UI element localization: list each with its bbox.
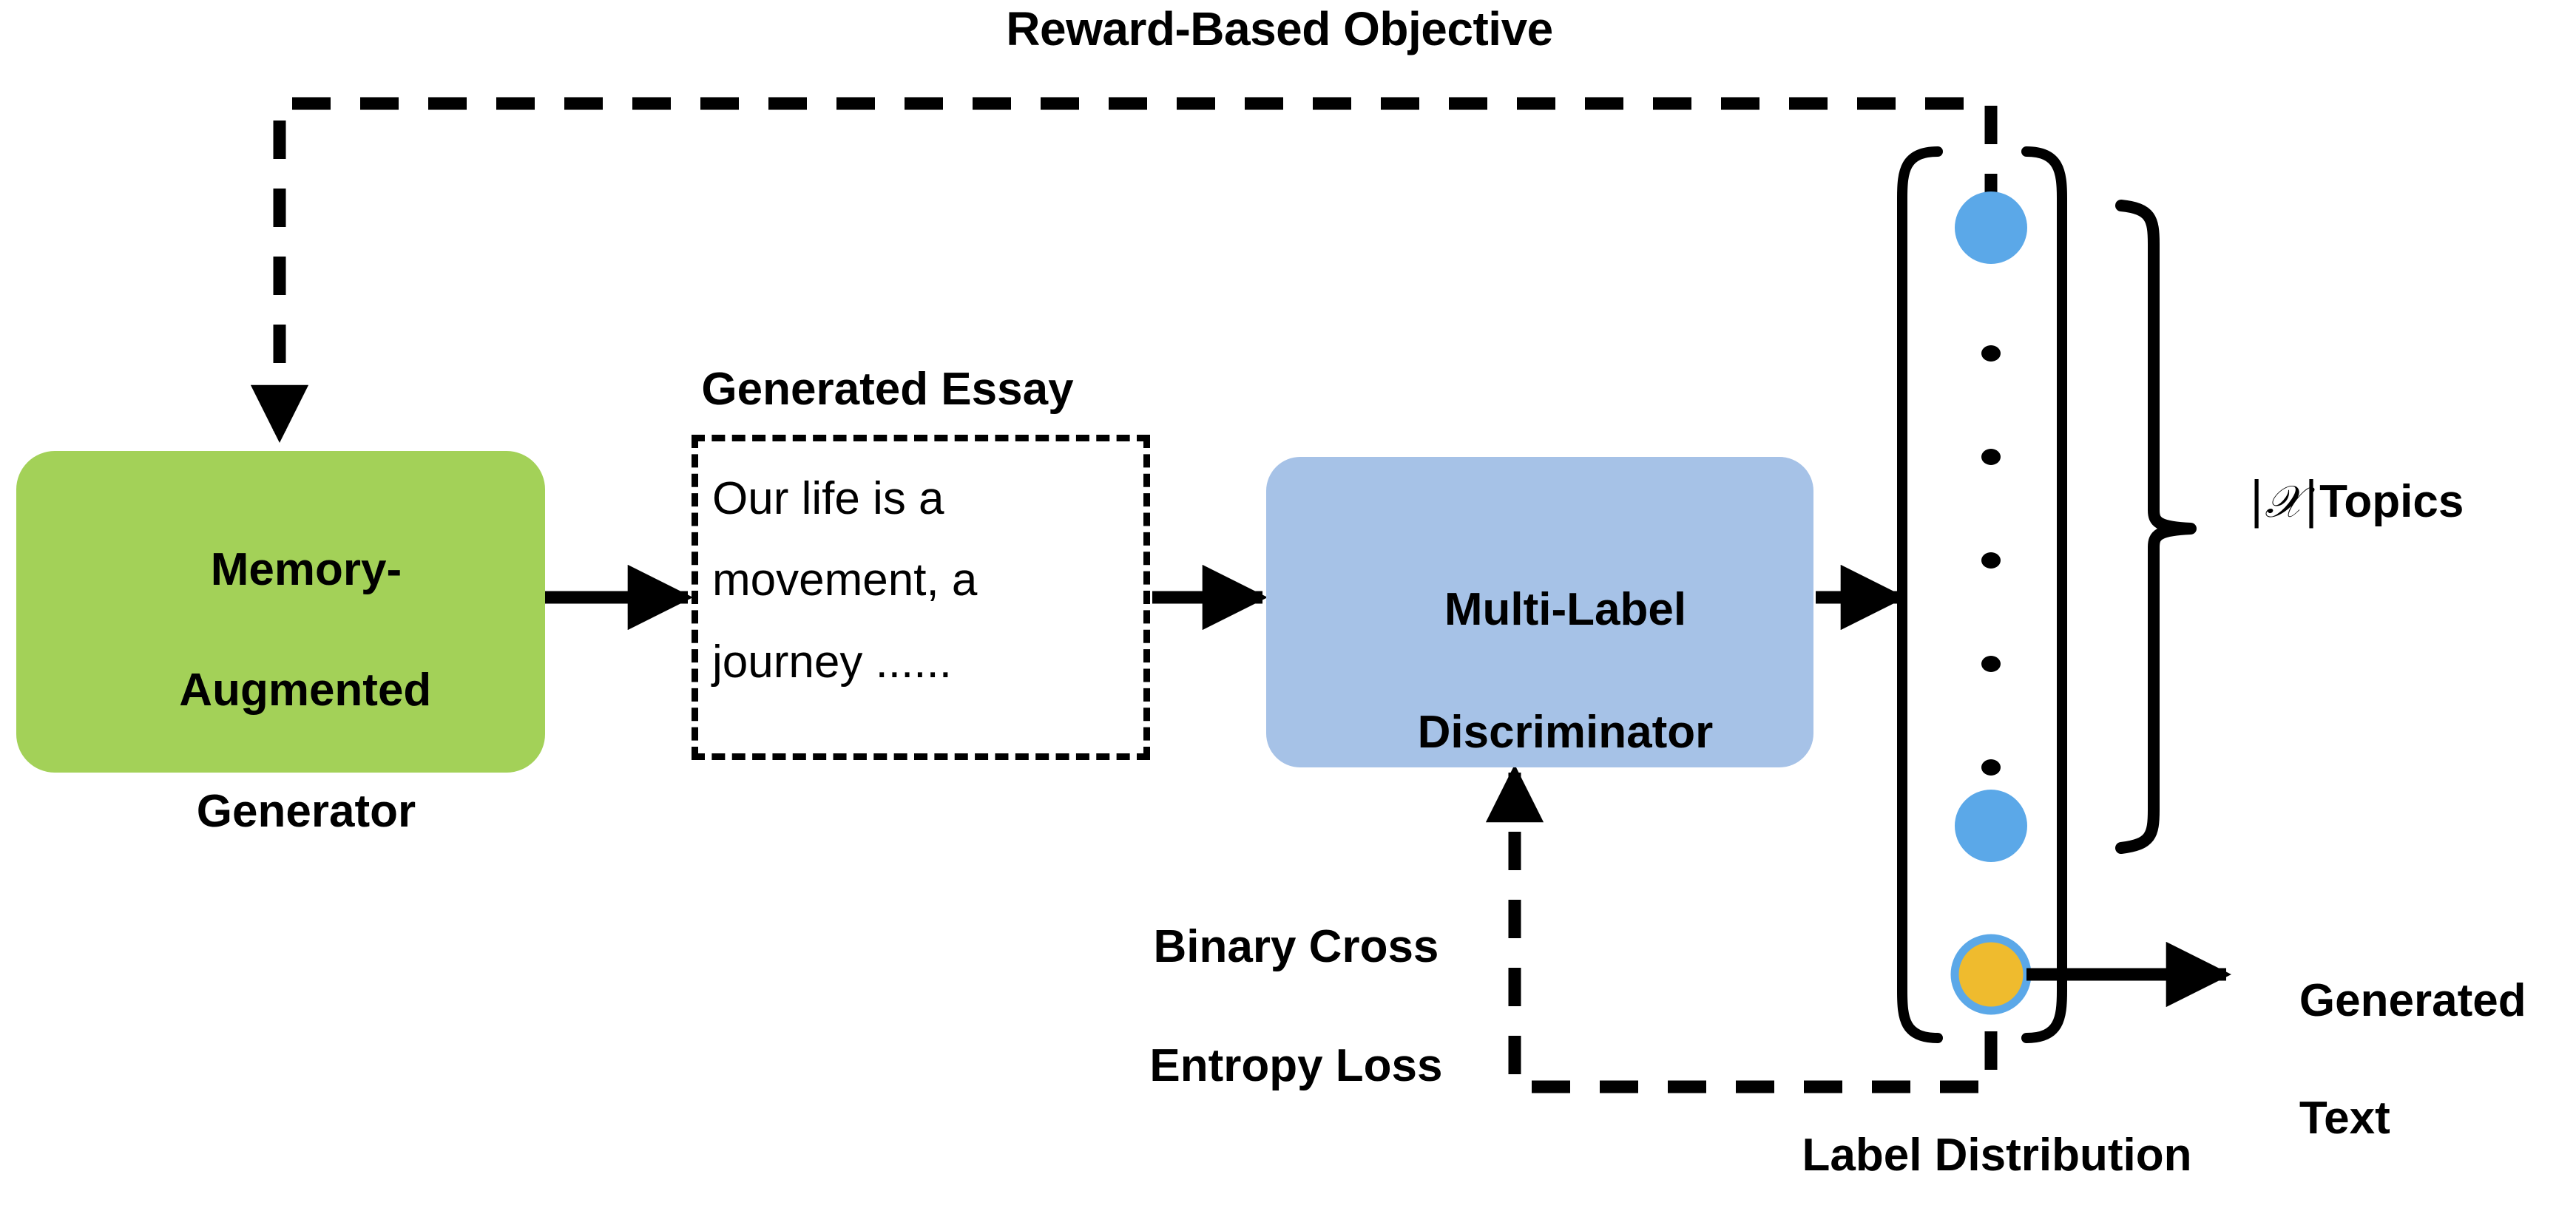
generated-essay-caption: Generated Essay [701,364,1074,415]
topics-bar-right: | [2302,472,2320,529]
generator-label-line1: Memory- [210,543,402,595]
essay-line-2: movement, a [712,554,978,606]
essay-line-3: journey ...... [712,636,952,688]
generator-label-line3: Generator [196,786,416,838]
distribution-ellipsis-dots [1981,345,2001,776]
generator-label-line2: Augmented [179,665,432,716]
discriminator-label-line1: Multi-Label [1444,584,1687,636]
bce-loss-label: Binary Cross Entropy Loss [1064,858,1478,1156]
generated-text-label: Generated Text [2248,913,2574,1207]
generated-text-line1: Generated [2299,975,2526,1027]
distribution-node-6 [1955,790,2027,862]
bce-loss-line1: Binary Cross [1153,920,1439,972]
distribution-left-bracket [1897,146,1943,1043]
diagram-title: Reward-Based Objective [1006,2,1553,55]
topics-set-symbol: 𝒳 [2265,476,2303,528]
essay-line-1: Our life is a [712,473,944,524]
discriminator-label-line2: Discriminator [1417,707,1714,759]
generator-label: Memory- Augmented Generator [16,479,545,903]
topics-word: Topics [2319,476,2464,527]
distribution-node-7-selected [1950,934,2032,1015]
multi-label-discriminator-box[interactable] [1266,457,1813,767]
topics-label: |𝒳|Topics [2248,473,2566,528]
generated-essay-text: Our life is a movement, a journey ...... [712,458,1130,703]
label-distribution-caption: Label Distribution [1802,1130,2192,1181]
distribution-right-bracket [2021,146,2067,1043]
generated-essay-box[interactable] [692,435,1150,760]
discriminator-label: Multi-Label Discriminator [1266,518,1813,824]
generated-text-line2: Text [2299,1093,2390,1144]
distribution-node-0 [1955,191,2027,264]
topics-bar-left: | [2248,472,2265,529]
memory-augmented-generator-box[interactable] [16,451,545,773]
bce-loss-line2: Entropy Loss [1149,1039,1443,1091]
topics-curly-brace [2115,200,2197,854]
